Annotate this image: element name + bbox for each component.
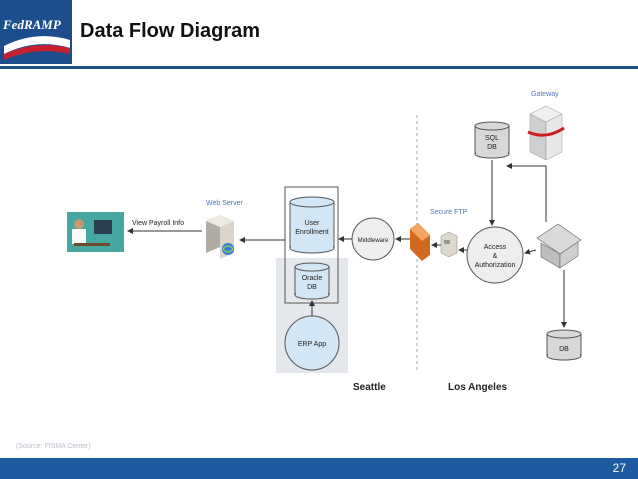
firewall-icon [410,223,430,261]
page-title: Data Flow Diagram [80,20,261,42]
user-enrollment-label-1: User [305,220,320,227]
access-label-2: & [493,253,498,260]
slide-footer: 27 [0,458,638,479]
web-server-label: Web Server [206,200,243,207]
oracle-label-2: DB [307,284,317,291]
access-authorization-node [466,226,524,284]
secure-ftp-label: Secure FTP [430,209,468,216]
user-enrollment-db-icon [289,196,335,254]
gateway-label: Gateway [531,91,559,98]
arrow-bank-to-sqldb [506,163,547,222]
access-label-1: Access [484,244,507,251]
slide-header: FedRAMP ™ Data Flow Diagram [0,0,638,69]
fedramp-logo: FedRAMP [0,0,72,64]
seattle-label: Seattle [353,382,386,393]
view-payroll-label: View Payroll Info [132,220,185,227]
user-workstation-icon [67,212,124,252]
bank-building-icon [536,223,582,269]
oracle-db-icon [294,262,330,300]
sql-db-label-1: SQL [485,135,499,142]
sql-db-label-2: DB [487,144,497,151]
source-note: (Source: FISMA Center) [16,443,91,450]
flow-arrows [127,160,567,328]
arrow-bank-to-access [524,248,537,255]
gateway-icon [527,105,565,161]
middleware-label: Middleware [358,238,389,244]
header-divider [0,66,638,69]
logo-trademark: ™ [66,17,72,23]
logo-swoosh-icon [0,0,72,64]
web-server-icon [206,215,234,259]
user-enrollment-label-2: Enrollment [295,229,329,236]
erp-app-label: ERP App [298,341,326,348]
la-db-icon [546,329,582,361]
page-number: 27 [612,461,626,475]
ftp-server-icon [440,231,458,258]
sql-db-icon [474,121,510,159]
logo-text: FedRAMP [3,17,61,32]
la-db-label: DB [559,346,569,353]
los-angeles-label: Los Angeles [448,382,508,393]
access-label-3: Authorization [475,262,516,269]
oracle-label-1: Oracle [302,275,323,282]
